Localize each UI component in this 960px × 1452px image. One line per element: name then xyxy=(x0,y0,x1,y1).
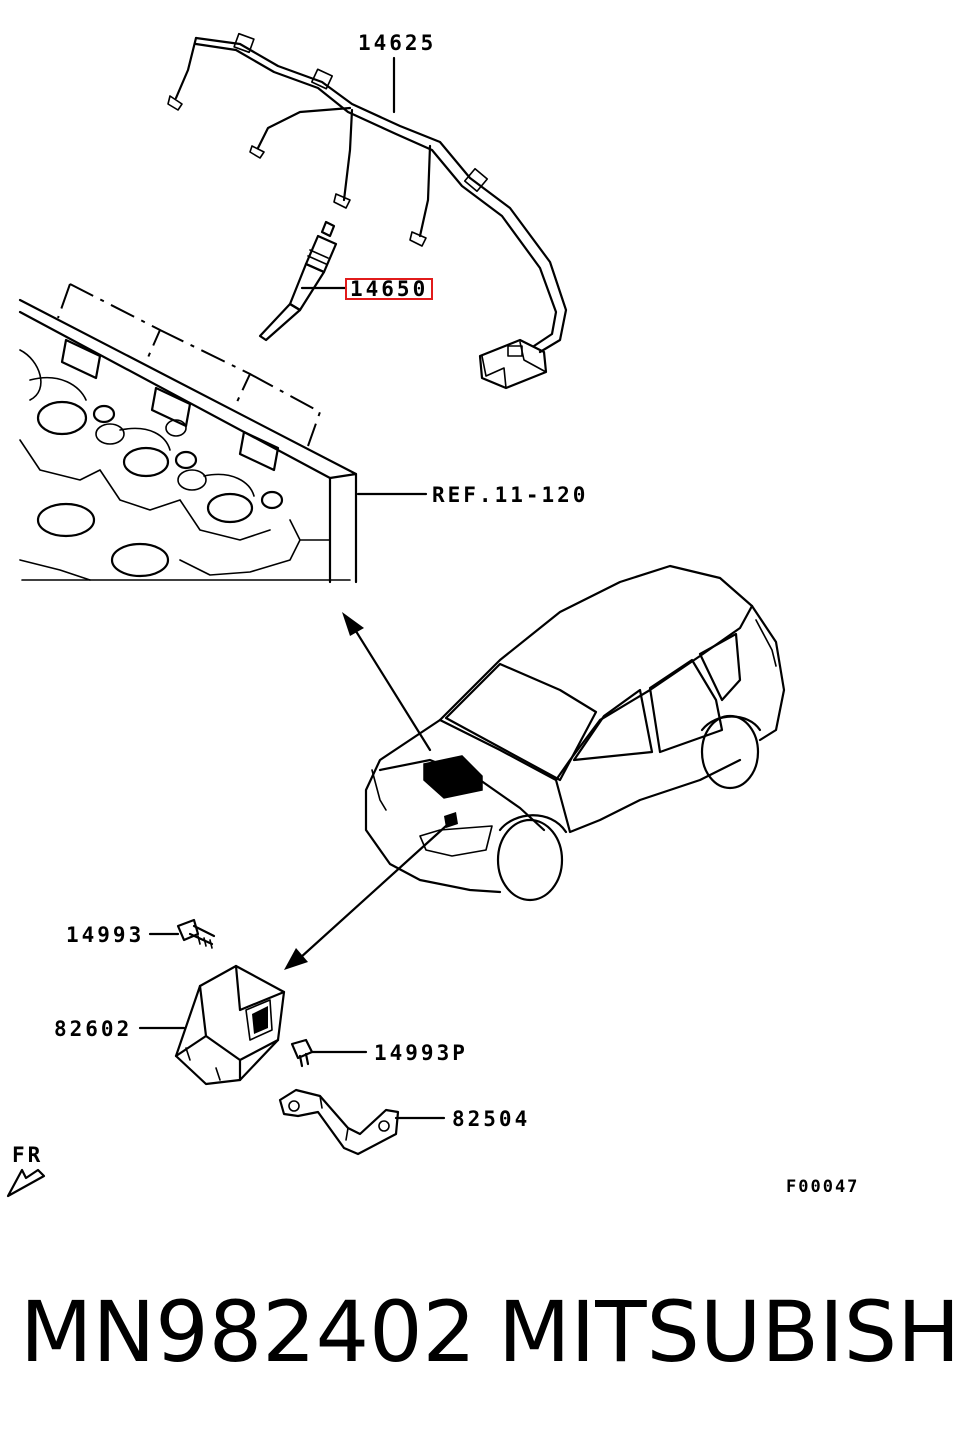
highlight-box xyxy=(345,278,433,300)
harness-connector xyxy=(478,338,548,390)
label-front: FR xyxy=(12,1143,43,1167)
vehicle-outline xyxy=(364,564,786,902)
label-bolt-upper: 14993 xyxy=(66,923,144,947)
bolt-lower xyxy=(290,1038,314,1068)
bolt-upper xyxy=(176,918,216,949)
brand-name: MITSUBISHI xyxy=(498,1283,960,1381)
label-glow-plug: 14650 xyxy=(350,277,428,301)
glow-controller xyxy=(174,964,286,1086)
part-number: MN982402 xyxy=(20,1283,476,1381)
label-reference: REF.11-120 xyxy=(432,483,588,507)
glow-plug xyxy=(258,220,338,342)
wiring-harness xyxy=(167,32,568,390)
front-direction-icon xyxy=(6,1168,46,1198)
mounting-bracket xyxy=(278,1088,400,1156)
label-harness: 14625 xyxy=(358,31,436,55)
label-bolt-lower: 14993P xyxy=(374,1041,468,1065)
arrow-to-controller xyxy=(284,824,448,970)
arrow-to-engine xyxy=(342,612,432,752)
label-bracket: 82504 xyxy=(452,1107,530,1131)
cylinder-head xyxy=(18,283,358,584)
figure-code: F00047 xyxy=(786,1177,859,1197)
label-controller: 82602 xyxy=(54,1017,132,1041)
